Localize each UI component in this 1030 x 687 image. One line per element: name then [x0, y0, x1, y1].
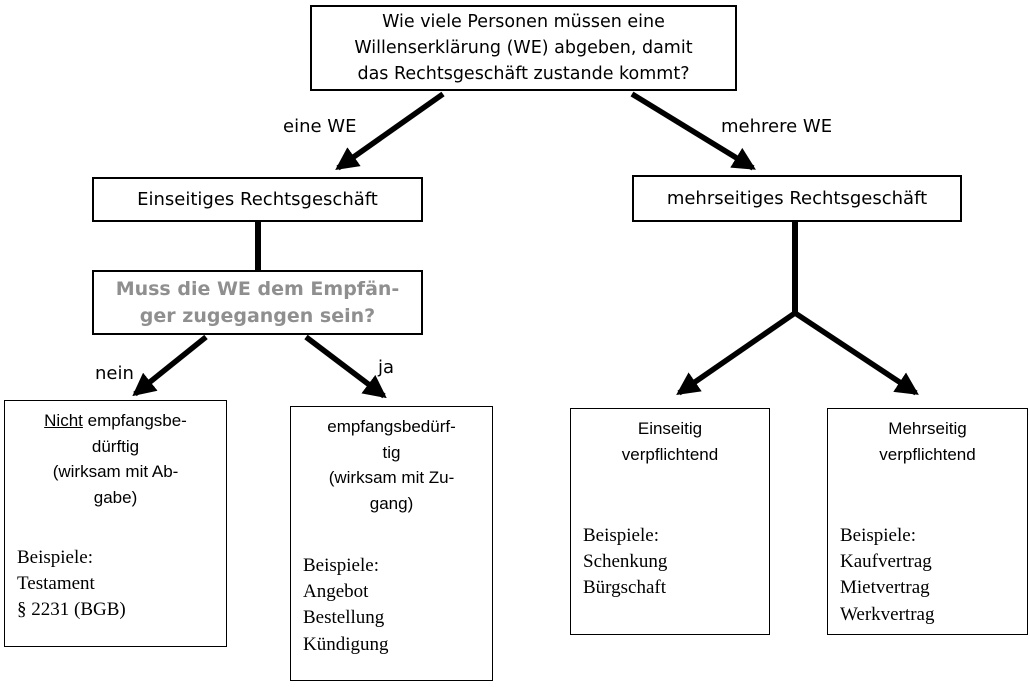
arrow-ja: [304, 334, 387, 399]
examples-label: Beispiele:: [17, 547, 93, 568]
arrow-mehrere-we: [630, 91, 756, 171]
zugang-question-text: Muss die WE dem Empfän- ger zugegangen s…: [115, 278, 400, 327]
edge-label-ja: ja: [378, 357, 395, 378]
leaf-title-rest: empfangsbe- dürftig (wirksam mit Ab- gab…: [52, 411, 187, 507]
leaf-title: Mehrseitig verpflichtend: [879, 419, 976, 464]
leaf-nicht-empfangsbeduerftig: Nicht empfangsbe- dürftig (wirksam mit A…: [4, 400, 227, 647]
edge-label-eine-we: eine WE: [283, 116, 357, 137]
examples-label: Beispiele:: [840, 525, 916, 546]
node-einseitiges-label: Einseitiges Rechtsgeschäft: [137, 189, 378, 210]
example-item: Schenkung: [583, 551, 668, 573]
example-item: Werkvertrag: [840, 603, 935, 625]
underlined-word: Nicht: [44, 411, 83, 430]
node-einseitiges-rechtsgeschaeft: Einseitiges Rechtsgeschäft: [92, 177, 423, 222]
example-item: Mietvertrag: [840, 577, 930, 599]
node-mehrseitiges-label: mehrseitiges Rechtsgeschäft: [666, 188, 928, 209]
examples-label: Beispiele:: [583, 525, 659, 546]
examples-items: Testament § 2231 (BGB): [17, 571, 222, 623]
edge-label-nein: nein: [95, 363, 134, 384]
arrow-einseitig-verpflichtend: [676, 310, 797, 396]
leaf-title: Nicht empfangsbe- dürftig (wirksam mit A…: [5, 401, 226, 510]
leaf-mehrseitig-verpflichtend: Mehrseitig verpflichtend Beispiele: Kauf…: [827, 408, 1028, 635]
examples-block: Beispiele: Testament § 2231 (BGB): [17, 545, 222, 624]
node-zugang-question: Muss die WE dem Empfän- ger zugegangen s…: [92, 270, 423, 335]
edge-label-mehrere-we: mehrere WE: [721, 116, 833, 137]
root-question-box: Wie viele Personen müssen eine Willenser…: [310, 5, 737, 91]
arrow-eine-we: [335, 91, 445, 171]
examples-label: Beispiele:: [303, 555, 379, 576]
leaf-title: empfangsbedürf- tig (wirksam mit Zu- gan…: [327, 417, 456, 513]
leaf-einseitig-verpflichtend: Einseitig verpflichtend Beispiele: Schen…: [570, 408, 770, 635]
arrow-nein: [132, 334, 208, 397]
example-item: Kündigung: [303, 633, 389, 655]
node-mehrseitiges-rechtsgeschaeft: mehrseitiges Rechtsgeschäft: [632, 175, 962, 222]
arrow-mehrseitig-verpflichtend: [793, 310, 919, 396]
leaf-empfangsbeduerftig: empfangsbedürf- tig (wirksam mit Zu- gan…: [290, 406, 493, 681]
example-item: Bürgschaft: [583, 577, 667, 599]
root-question-text: Wie viele Personen müssen eine Willenser…: [354, 11, 693, 85]
example-item: § 2231 (BGB): [17, 599, 126, 621]
example-item: Kaufvertrag: [840, 551, 932, 573]
leaf-title: Einseitig verpflichtend: [621, 419, 719, 464]
example-item: Angebot: [303, 581, 369, 603]
example-item: Testament: [17, 573, 95, 595]
example-item: Bestellung: [303, 607, 385, 629]
